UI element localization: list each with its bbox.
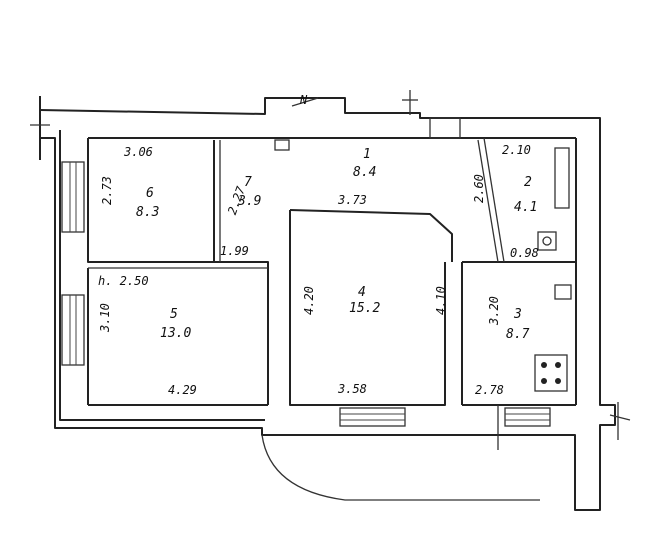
room-7-number: 7 — [244, 175, 252, 190]
room-6-number: 6 — [146, 186, 154, 201]
outer-walls — [30, 96, 616, 511]
svg-text:3.10: 3.10 — [98, 303, 112, 333]
kitchen-stove — [534, 354, 568, 392]
svg-text:3.73: 3.73 — [337, 193, 367, 207]
svg-text:h. 2.50: h. 2.50 — [98, 274, 149, 288]
section-marks — [402, 90, 631, 450]
room-1-number: 1 — [363, 147, 371, 162]
room-labels: 1 8.4 2 4.1 3 8.7 4 15.2 5 13.0 6 8.3 7 … — [136, 147, 537, 342]
room-7-area: 3.9 — [237, 194, 261, 209]
kitchen-sink — [554, 284, 572, 300]
room-2-area: 4.1 — [514, 200, 537, 215]
room-4-area: 15.2 — [349, 301, 380, 316]
svg-text:3.20: 3.20 — [487, 296, 501, 326]
svg-text:N: N — [299, 93, 308, 107]
north-mark: N — [291, 93, 319, 107]
svg-text:2.60: 2.60 — [472, 174, 486, 203]
svg-text:4.20: 4.20 — [302, 286, 316, 315]
svg-text:0.98: 0.98 — [510, 246, 539, 260]
room-3-area: 8.7 — [506, 327, 530, 342]
bath-fixtures — [537, 147, 570, 251]
room-6-area: 8.3 — [136, 205, 159, 220]
room-2-number: 2 — [524, 175, 532, 190]
room-5-area: 13.0 — [160, 326, 191, 341]
windows — [61, 117, 551, 427]
room-5-number: 5 — [170, 307, 178, 322]
svg-text:4.29: 4.29 — [168, 383, 197, 397]
svg-text:2.78: 2.78 — [475, 383, 504, 397]
svg-text:3.58: 3.58 — [337, 382, 367, 396]
dimension-labels: 3.06 2.73 1.99 2.27 h. 2.50 3.10 4.29 4.… — [98, 143, 539, 397]
entrance-curve — [261, 434, 540, 501]
svg-text:1.99: 1.99 — [220, 244, 249, 258]
svg-text:2.73: 2.73 — [100, 176, 114, 205]
room-3-number: 3 — [513, 307, 522, 322]
svg-text:2.10: 2.10 — [502, 143, 531, 157]
room-4-number: 4 — [358, 285, 366, 300]
interior-walls — [87, 137, 577, 406]
svg-text:3.06: 3.06 — [123, 145, 153, 159]
svg-text:4.10: 4.10 — [434, 286, 448, 315]
vent-shaft — [274, 139, 290, 151]
room-1-area: 8.4 — [353, 165, 376, 180]
